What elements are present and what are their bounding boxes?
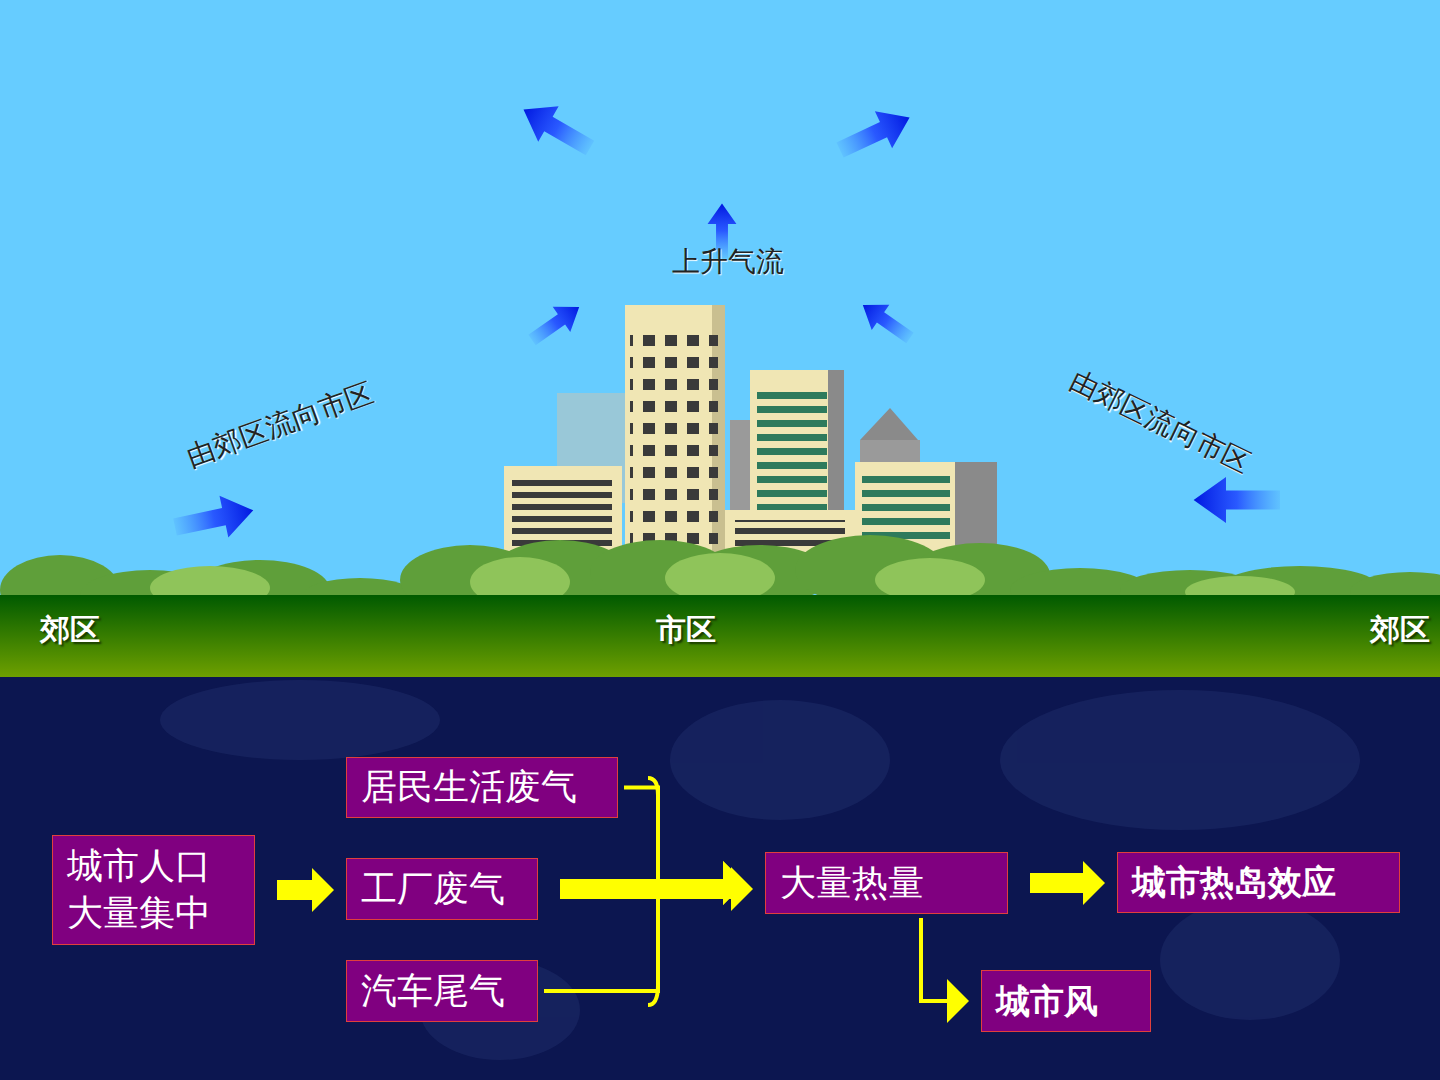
process-box: 城市热岛效应 (1117, 852, 1400, 913)
process-box: 汽车尾气 (346, 960, 538, 1022)
flow-arrow (1030, 873, 1083, 893)
process-box: 居民生活废气 (346, 757, 618, 818)
box-text: 大量热量 (780, 860, 924, 907)
process-box: 城市人口 大量集中 (52, 835, 255, 945)
area-label: 郊区 (40, 610, 100, 651)
flow-arrow (921, 918, 947, 1001)
box-text: 城市风 (996, 979, 1098, 1023)
box-text: 居民生活废气 (361, 764, 577, 811)
area-label: 郊区 (1370, 610, 1430, 651)
process-box: 大量热量 (765, 852, 1008, 914)
box-text: 城市热岛效应 (1132, 860, 1336, 904)
box-text: 工厂废气 (361, 866, 505, 913)
box-text: 汽车尾气 (361, 968, 505, 1015)
airflow-label: 上升气流 (672, 243, 784, 281)
flow-arrow (624, 788, 723, 884)
box-text: 城市人口 大量集中 (67, 843, 240, 937)
process-box: 城市风 (981, 970, 1151, 1032)
process-box: 工厂废气 (346, 858, 538, 920)
flow-arrow (277, 880, 312, 900)
flow-arrow (544, 883, 723, 991)
area-label: 市区 (656, 610, 716, 651)
